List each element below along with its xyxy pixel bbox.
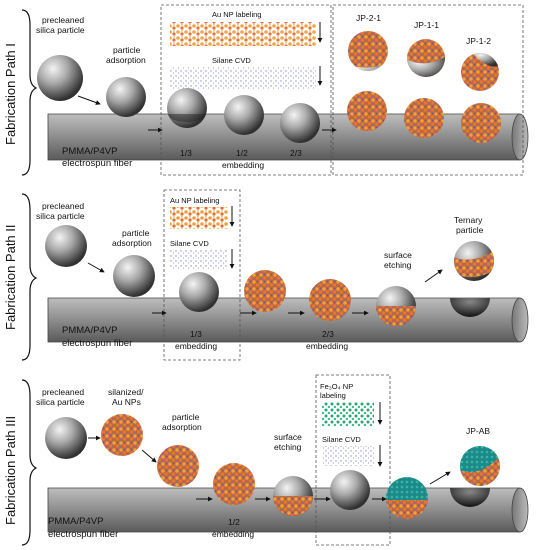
janus-particle-jp21 (348, 31, 388, 71)
fe-labeling-label-line1: Fe₃O₄ NP (320, 382, 353, 391)
path-2-label: Fabrication Path II (3, 225, 18, 331)
embedded-au-particle (213, 463, 255, 505)
precleaned-label-line1: precleaned (42, 15, 84, 25)
arrow-icon (77, 95, 101, 105)
fiber-cavity (450, 298, 490, 317)
embed-twothirds-label: 2/3 (322, 329, 334, 339)
fiber-3-label-line2: electrospun fiber (48, 529, 118, 540)
embedded-au-particle (404, 98, 444, 138)
adsorption-label-line2: adsorption (162, 422, 202, 432)
fiber-cavity (450, 488, 490, 507)
adsorbed-au-particle (157, 445, 199, 487)
jp21-label: JP-2-1 (356, 13, 381, 23)
au-labeled-particle (244, 270, 286, 312)
products-box (332, 4, 524, 176)
silica-particle (45, 225, 87, 267)
adsorption-label-line1: particle (113, 45, 141, 55)
precleaned-label-line2: silica particle (36, 25, 85, 35)
jp11-label: JP-1-1 (414, 20, 439, 30)
au-labeling-label: Au NP labeling (170, 196, 219, 205)
arrow-icon (429, 471, 451, 485)
embedded-particle-twothirds (280, 103, 320, 143)
path-1-label: Fabrication Path I (3, 43, 18, 145)
embedded-au-particle (347, 91, 387, 131)
path-3-label: Fabrication Path III (3, 416, 18, 525)
arrow-icon (424, 269, 443, 283)
au-labeled-particle (309, 279, 351, 321)
precleaned-label-line1: precleaned (42, 387, 84, 397)
adsorption-label-line2: adsorption (106, 55, 146, 65)
silane-cloud (170, 67, 316, 89)
au-np-cloud (170, 207, 228, 229)
precleaned-label-line2: silica particle (36, 211, 85, 221)
adsorbed-particle (106, 77, 146, 117)
arrow-icon (141, 449, 157, 463)
silane-cloud (170, 250, 228, 270)
fiber-1-label-line1: PMMA/P4VP (62, 146, 117, 157)
ternary-label-line2: particle (456, 225, 484, 235)
adsorption-label-line1: particle (172, 412, 200, 422)
au-labeled-particle (101, 414, 143, 456)
etching-label-line2: etching (384, 260, 412, 270)
embed-half-label: 1/2 (228, 517, 240, 527)
silanized-label-line2: Au NPs (112, 397, 141, 407)
labeling-box (163, 189, 241, 361)
embedding-label: embedding (212, 529, 254, 539)
au-np-cloud (170, 22, 316, 46)
panel-path-1: Fabrication Path I PMMA/P4VP electrospun… (3, 4, 529, 176)
fiber-1-label-line2: electrospun fiber (62, 158, 132, 169)
fiber-3-label-line1: PMMA/P4VP (48, 516, 103, 527)
panel-path-3: Fabrication Path III PMMA/P4VP electrosp… (3, 374, 529, 546)
embed-twothirds-label: 2/3 (290, 148, 302, 158)
fe-labeling-label-line2: labeling (320, 391, 346, 400)
adsorption-label-line2: adsorption (112, 238, 152, 248)
etching-label-line1: surface (384, 250, 412, 260)
embedded-au-particle (461, 103, 501, 143)
silane-cvd-label: Silane CVD (170, 239, 209, 248)
jp12-label: JP-1-2 (466, 36, 491, 46)
panel-path-2: Fabrication Path II PMMA/P4VP electrospu… (3, 189, 529, 361)
adsorption-label-line1: particle (122, 228, 150, 238)
fe3o4-np-cloud (322, 402, 374, 426)
embed-half-label: 1/2 (236, 148, 248, 158)
au-labeling-label: Au NP labeling (212, 10, 261, 19)
jpab-label: JP-AB (466, 426, 490, 436)
arrow-icon (87, 262, 105, 273)
embedded-particle (179, 272, 219, 312)
fiber-2-label-line2: electrospun fiber (62, 338, 132, 349)
embedding-label: embedding (222, 160, 264, 170)
embedding-label: embedding (175, 341, 217, 351)
path-3-brace (21, 379, 38, 546)
labeling-box (160, 4, 332, 176)
embed-third-label: 1/3 (190, 329, 202, 339)
etching-label-line2: etching (274, 442, 302, 452)
silane-cvd-label: Silane CVD (212, 56, 251, 65)
adsorbed-particle (113, 255, 155, 297)
precleaned-label-line1: precleaned (42, 201, 84, 211)
ternary-label-line1: Ternary (454, 215, 483, 225)
embed-third-label: 1/3 (180, 148, 192, 158)
silanized-label-line1: silanized/ (108, 387, 144, 397)
silane-cvd-label: Silane CVD (322, 435, 361, 444)
labeling-box (315, 374, 391, 546)
path-1-brace (21, 9, 38, 176)
embedded-particle (330, 470, 370, 510)
silane-cloud (322, 446, 374, 466)
silica-particle (37, 55, 83, 101)
embedded-particle-half (224, 95, 264, 135)
silica-particle (45, 417, 87, 459)
precleaned-label-line2: silica particle (36, 397, 85, 407)
fiber-2-label-line1: PMMA/P4VP (62, 325, 117, 336)
etching-label-line1: surface (274, 432, 302, 442)
embedding-label: embedding (306, 341, 348, 351)
path-2-brace (21, 193, 38, 361)
